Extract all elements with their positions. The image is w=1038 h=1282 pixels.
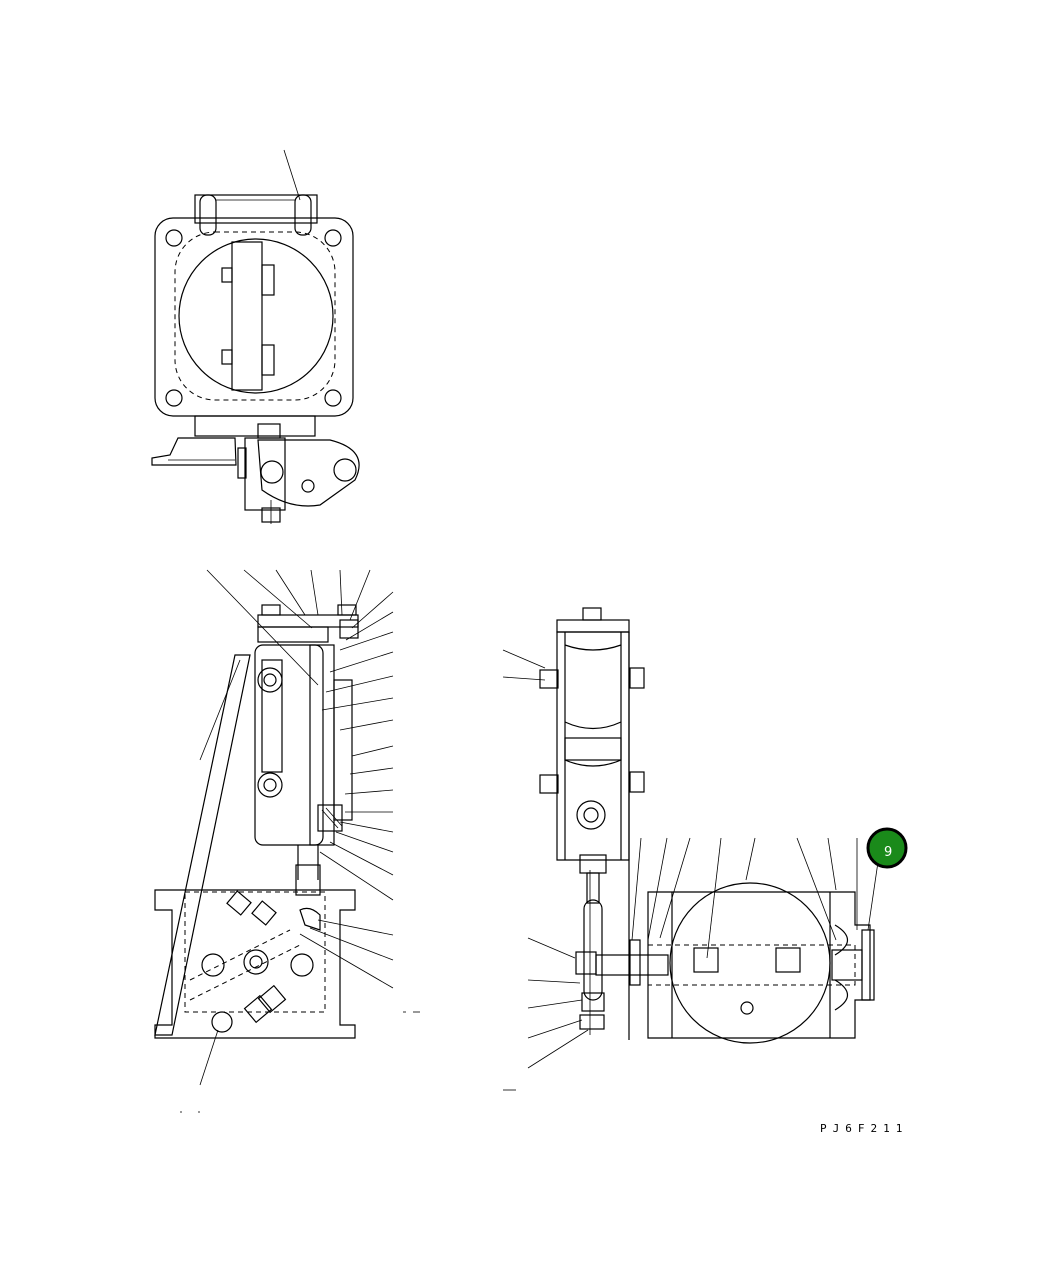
callout-label: 9 <box>884 845 892 860</box>
side-view-left <box>154 569 420 1113</box>
side-view-right <box>502 607 879 1091</box>
callout-circle[interactable] <box>866 827 908 869</box>
front-view-flange <box>151 149 360 524</box>
drawing-code: PJ6F211 <box>820 1122 908 1135</box>
callout-badge[interactable]: 9 <box>866 827 908 869</box>
